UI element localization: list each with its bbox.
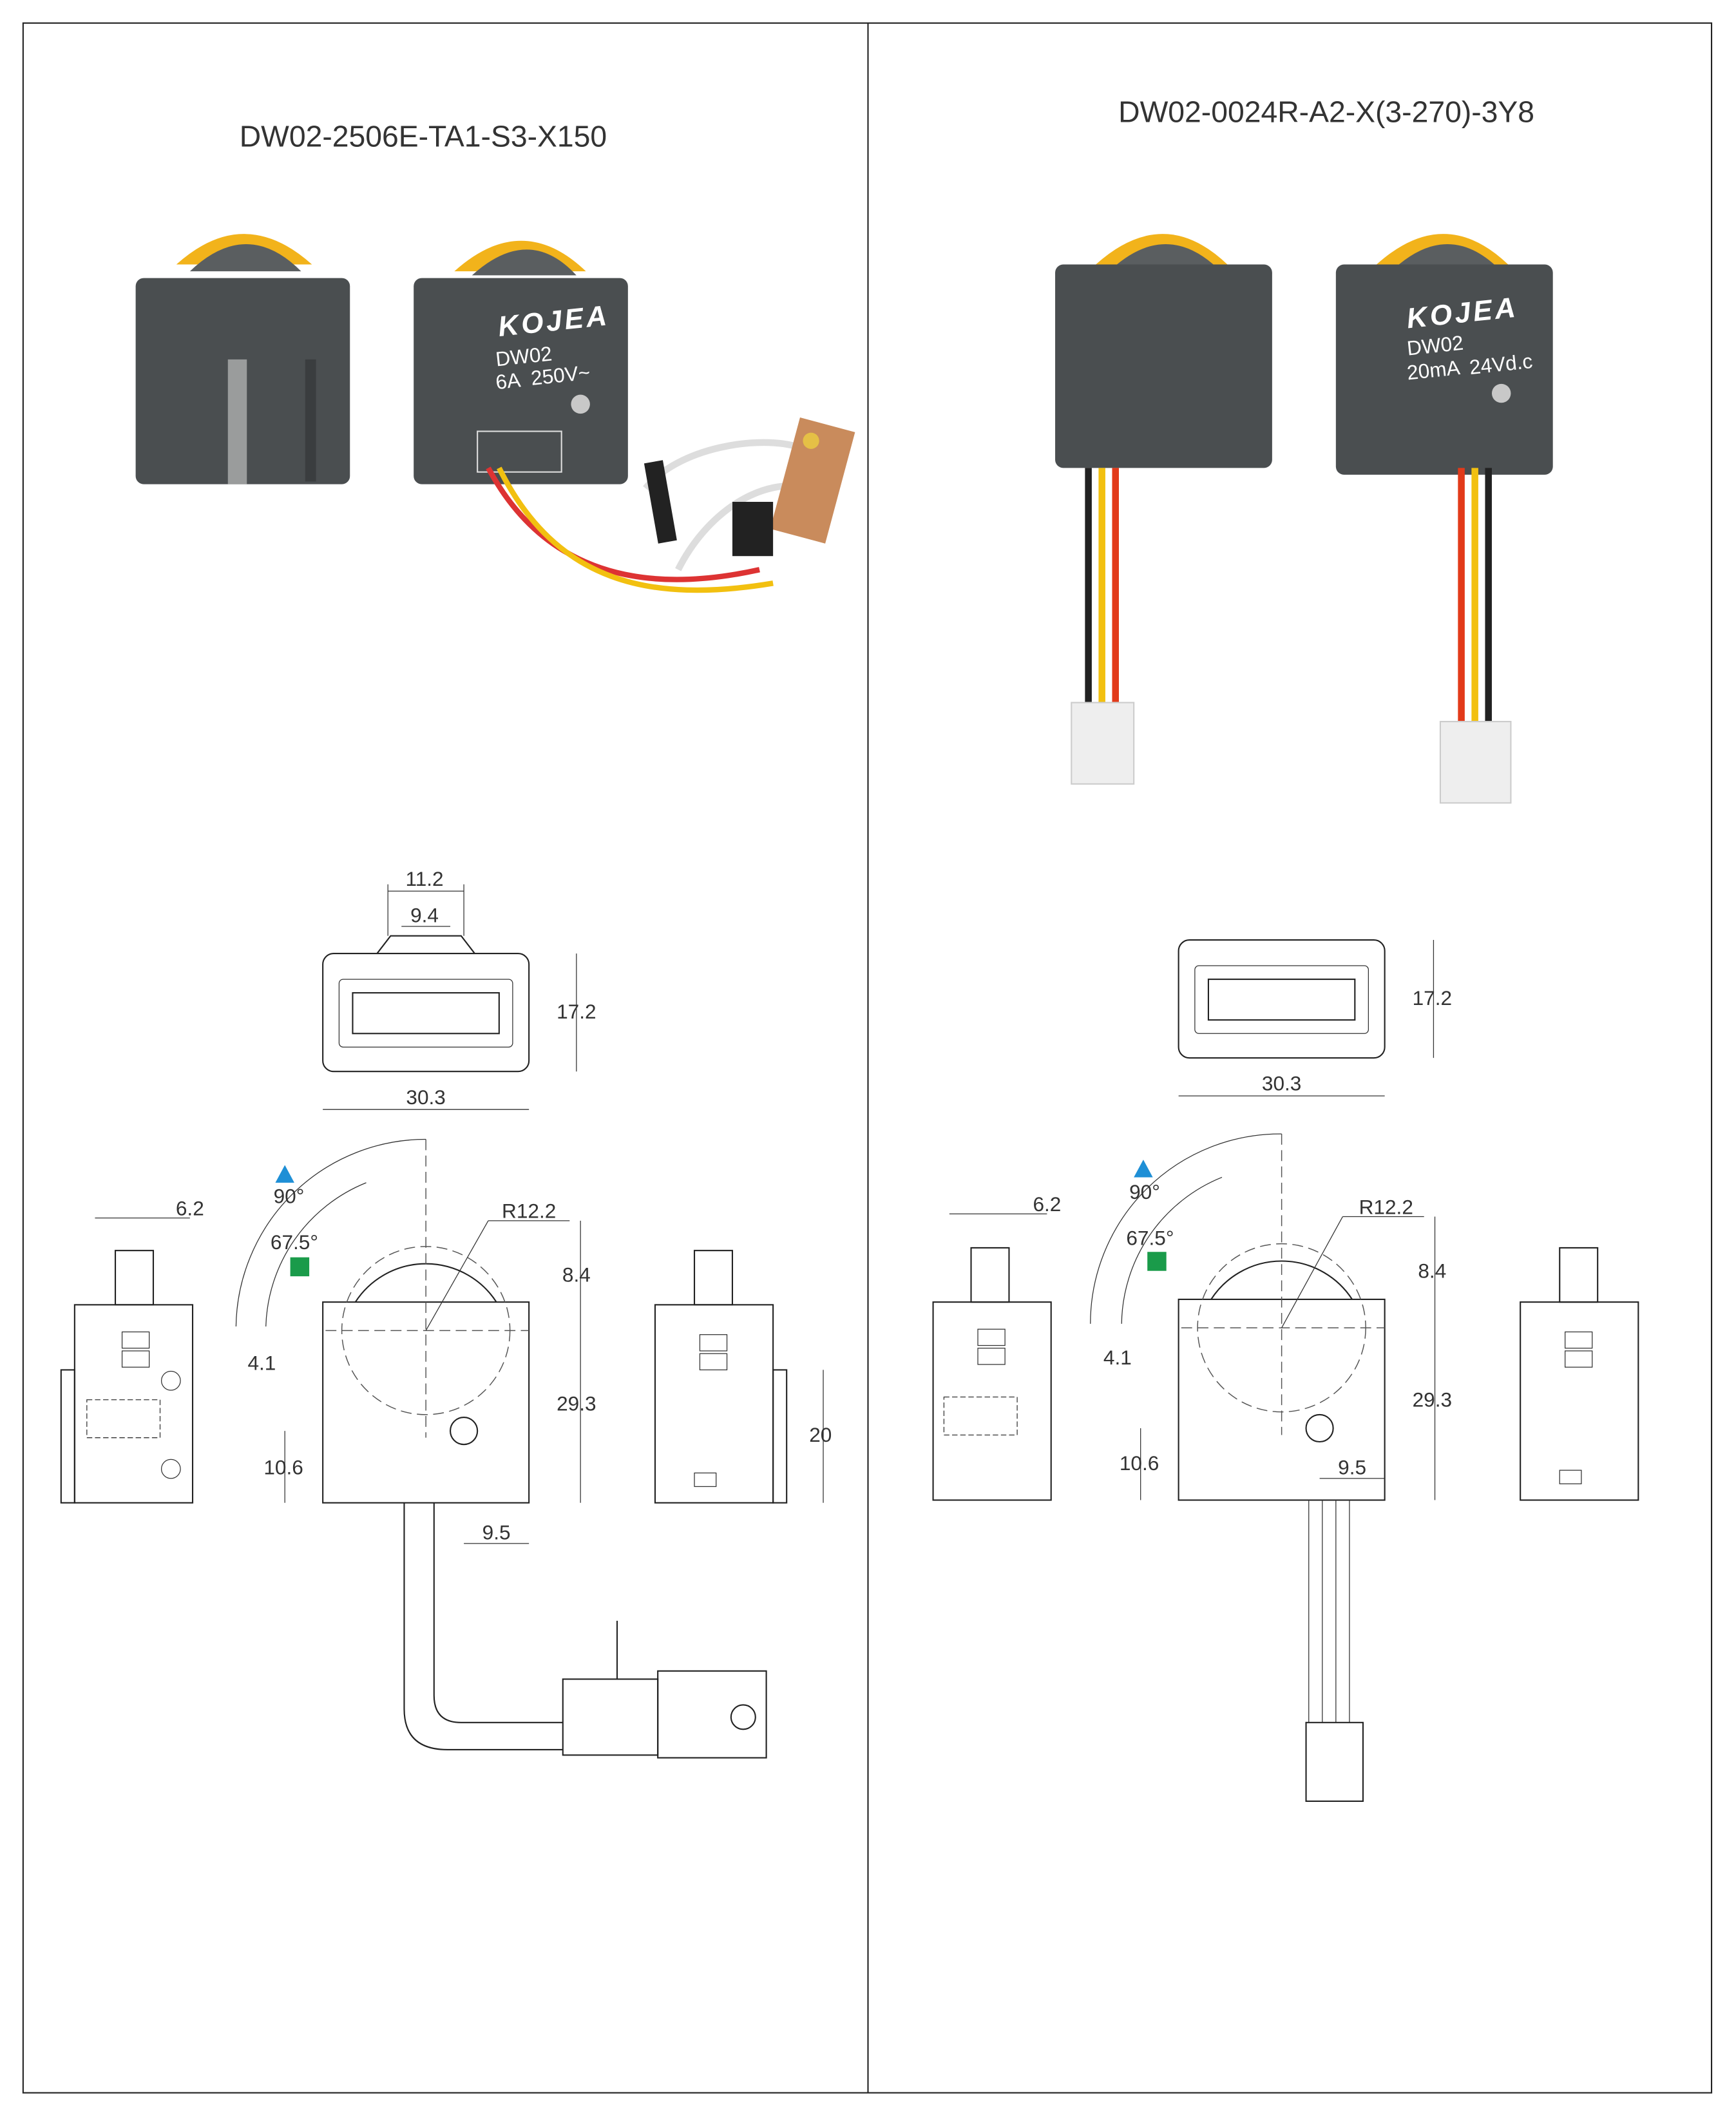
dim-height: 17.2 — [1413, 986, 1452, 1009]
dim-screw-offset: 9.5 — [482, 1521, 511, 1544]
dim-offset-left: 4.1 — [247, 1351, 276, 1374]
dim-knob-height: 8.4 — [1418, 1259, 1446, 1282]
dim-width: 30.3 — [1262, 1072, 1301, 1095]
right-product-front-photo: KOJEA DW02 20mA 24Vd.c — [1335, 234, 1553, 804]
right-title: DW02-0024R-A2-X(3-270)-3Y8 — [1118, 95, 1534, 128]
dim-side-height: 20 — [809, 1423, 832, 1446]
dim-screw-offset: 9.5 — [1338, 1456, 1366, 1479]
product-current: 20mA — [1406, 356, 1461, 384]
dim-top-outer: 11.2 — [405, 867, 443, 890]
dim-angle-90: 90° — [1129, 1180, 1160, 1203]
left-technical-drawing: 11.2 9.4 17.2 30.3 90° 67.5° R12.2 8.4 2… — [60, 867, 832, 1759]
right-product-back-photo — [1055, 234, 1272, 785]
dim-radius: R12.2 — [502, 1200, 556, 1223]
left-title: DW02-2506E-TA1-S3-X150 — [240, 119, 607, 153]
dim-screw-height: 10.6 — [263, 1456, 303, 1479]
dim-side-width: 6.2 — [1033, 1192, 1061, 1216]
dim-offset-left: 4.1 — [1103, 1346, 1132, 1369]
product-current: 6A — [495, 368, 522, 394]
dim-width: 30.3 — [406, 1086, 445, 1109]
dim-body-height: 29.3 — [557, 1392, 596, 1415]
marker-67-square — [290, 1257, 310, 1277]
dim-height: 17.2 — [557, 1000, 596, 1023]
left-product-front-photo: KOJEA DW02 6A 250V~ — [414, 240, 855, 593]
dim-screw-height: 10.6 — [1120, 1451, 1159, 1475]
dim-angle-90: 90° — [274, 1184, 305, 1207]
dim-angle-67: 67.5° — [1126, 1227, 1174, 1250]
right-technical-drawing: 17.2 30.3 90° 67.5° R12.2 8.4 29.3 10.6 … — [932, 939, 1639, 1802]
dim-body-height: 29.3 — [1413, 1388, 1452, 1411]
dim-side-width: 6.2 — [176, 1196, 204, 1220]
left-product-back-photo — [135, 234, 350, 484]
marker-67-square — [1147, 1252, 1167, 1271]
dim-angle-67: 67.5° — [271, 1230, 318, 1254]
dim-knob-height: 8.4 — [562, 1263, 591, 1287]
dim-radius: R12.2 — [1359, 1195, 1413, 1218]
marker-90-triangle — [275, 1165, 294, 1183]
dim-top-inner: 9.4 — [410, 904, 439, 927]
marker-90-triangle — [1134, 1160, 1153, 1178]
